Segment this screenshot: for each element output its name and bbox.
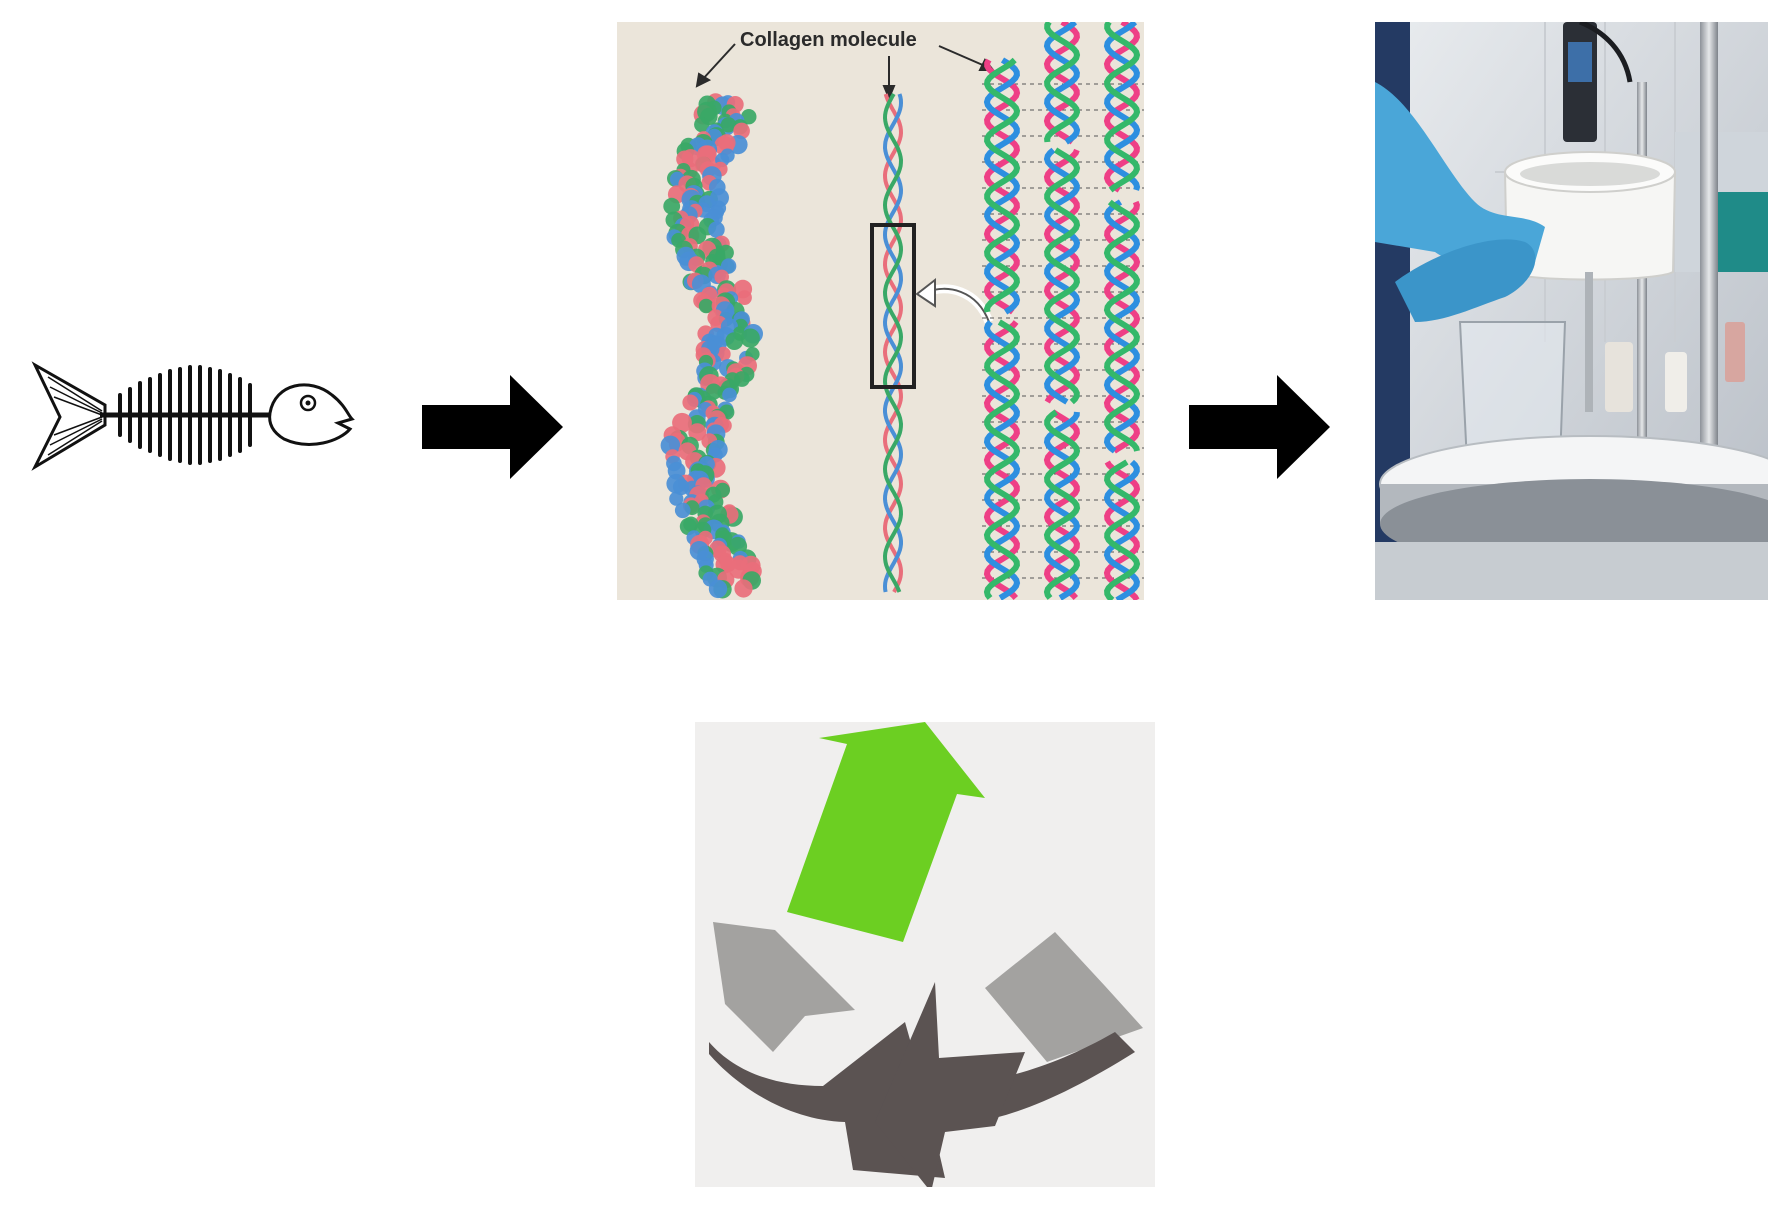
space-filling-collagen-model — [660, 93, 763, 599]
fish-skeleton-icon — [30, 355, 355, 475]
collagen-fibril-array — [982, 22, 1144, 600]
recycle-icon — [695, 722, 1155, 1187]
collagen-molecule-label: Collagen molecule — [740, 29, 917, 51]
triple-helix-model — [882, 92, 904, 593]
right-arrow-icon — [1187, 375, 1332, 480]
lab-homogenizer-photo — [1375, 22, 1768, 600]
right-arrow-icon — [420, 375, 565, 480]
collagen-structure-diagram: Collagen molecule — [617, 22, 1144, 600]
